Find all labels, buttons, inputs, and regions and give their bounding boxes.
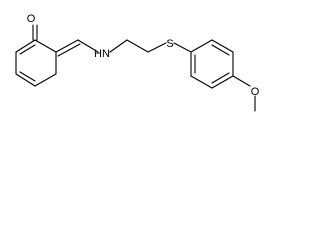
bond-ar2 xyxy=(211,39,234,53)
atom-nitrogen: N xyxy=(102,48,110,60)
bond-n-ch2 xyxy=(109,39,128,53)
bond-ch2-ch2 xyxy=(126,39,149,53)
bond-s-aryl xyxy=(173,42,192,53)
molecule-structure: O N H S O xyxy=(15,13,260,112)
atom-oxygen-bottom: O xyxy=(251,86,260,98)
bond-ar1 xyxy=(190,39,213,53)
atom-hydrogen: H xyxy=(94,48,102,60)
bond-c2-c3 xyxy=(34,73,57,87)
bond-ar4-double xyxy=(211,72,230,84)
atom-labels: O N H S O xyxy=(27,13,260,98)
bond-exocyclic-2 xyxy=(57,43,81,57)
atom-oxygen-top: O xyxy=(27,13,36,25)
bond-ar5 xyxy=(190,75,213,89)
bond-ch-n xyxy=(77,39,99,53)
bond-ar-o xyxy=(232,75,251,87)
bond-ar4 xyxy=(211,75,234,89)
bond-c3-c4-double xyxy=(19,71,36,82)
bond-ch2-s xyxy=(147,42,167,53)
bond-c3-c4 xyxy=(15,73,36,87)
bonds xyxy=(15,24,256,112)
bond-c5-c6 xyxy=(15,39,36,53)
bond-c6-c1 xyxy=(34,39,57,53)
atom-sulfur: S xyxy=(166,38,173,50)
bond-exocyclic-1 xyxy=(55,39,79,53)
bond-c5-c6-double xyxy=(19,44,36,55)
bond-ar2-double xyxy=(211,44,230,56)
